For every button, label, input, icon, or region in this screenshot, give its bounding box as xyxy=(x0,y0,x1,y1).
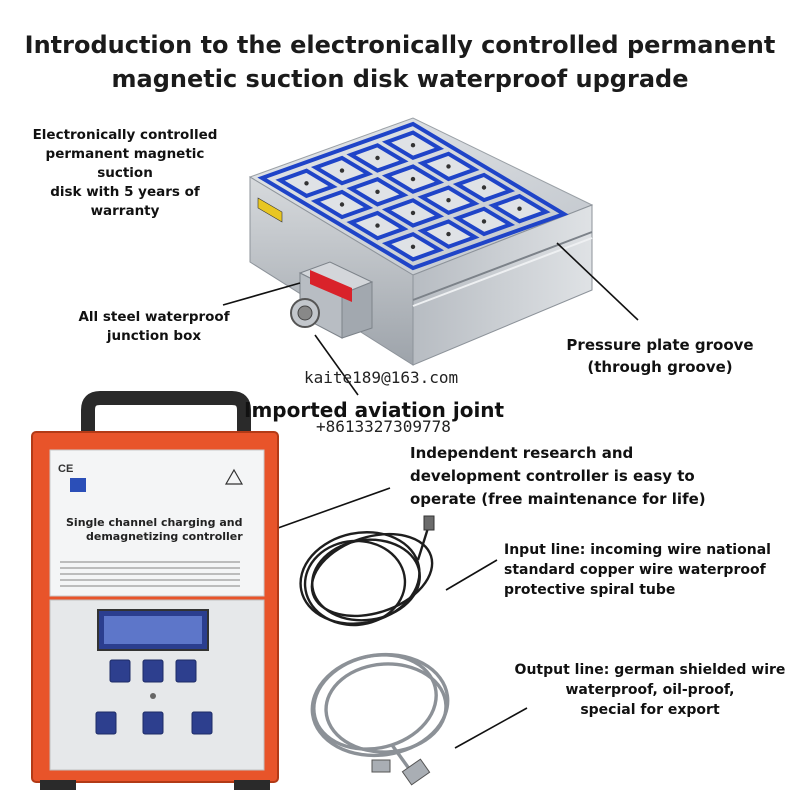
pole-screw-hole xyxy=(410,244,416,249)
pole-screw-hole xyxy=(446,198,451,203)
output-line-2: waterproof, oil-proof, xyxy=(565,682,735,698)
input-cable-coil xyxy=(299,515,435,627)
input-line-1: Input line: incoming wire national xyxy=(504,542,771,558)
warranty-label: Electronically controlled permanent magn… xyxy=(20,126,230,221)
pole-screw-hole xyxy=(410,143,416,148)
pole-screw-hole xyxy=(339,168,345,173)
pole-screw-hole xyxy=(481,185,487,190)
pointer-lines xyxy=(222,242,639,749)
pole-screw-hole xyxy=(410,176,416,182)
pole-screw-hole xyxy=(517,206,522,211)
watermark-phone: +8613327309778 xyxy=(316,417,451,436)
pole-screw-hole xyxy=(481,219,487,224)
pole-screw-hole xyxy=(410,210,416,216)
warranty-line-1: Electronically controlled xyxy=(32,127,218,143)
controller-panel-heading: Single channel charging and demagnetizin… xyxy=(66,516,256,544)
pole-screw-hole xyxy=(339,202,345,207)
junction-line-2: junction box xyxy=(106,328,202,344)
watermark-email: kaite189@163.com xyxy=(304,368,459,387)
controller-unit: CE xyxy=(31,391,279,790)
title-line-2: magnetic suction disk waterproof upgrade xyxy=(111,65,689,93)
warranty-line-2: permanent magnetic suction xyxy=(45,146,205,181)
controller-label: Independent research and development con… xyxy=(410,442,740,511)
pole-screw-hole xyxy=(375,155,380,161)
output-line-3: special for export xyxy=(580,702,720,718)
controller-heading-line-2: demagnetizing controller xyxy=(86,530,243,543)
groove-line-2: (through groove) xyxy=(587,358,733,376)
pole-screw-hole xyxy=(375,223,380,228)
title-line-1: Introduction to the electronically contr… xyxy=(24,31,776,59)
page-title: Introduction to the electronically contr… xyxy=(0,28,800,96)
output-cable-coil xyxy=(310,652,450,786)
controller-line-3: operate (free maintenance for life) xyxy=(410,490,706,508)
pole-screw-hole xyxy=(304,181,309,186)
groove-line-1: Pressure plate groove xyxy=(566,336,754,354)
pole-screw-hole xyxy=(446,231,451,237)
pole-screw-hole xyxy=(446,164,451,169)
controller-line-1: Independent research and xyxy=(410,444,634,462)
groove-label: Pressure plate groove (through groove) xyxy=(545,334,775,378)
controller-line-2: development controller is easy to xyxy=(410,467,695,485)
svg-text:CE: CE xyxy=(58,463,73,475)
waterproof-junction-box xyxy=(290,261,374,339)
pole-area-border xyxy=(257,121,569,271)
input-line-2: standard copper wire waterproof xyxy=(504,562,766,578)
pole-screw-hole xyxy=(375,189,380,194)
output-line-label: Output line: german shielded wire waterp… xyxy=(505,660,795,720)
junction-box-label: All steel waterproof junction box xyxy=(64,308,244,346)
warranty-line-3: disk with 5 years of warranty xyxy=(50,184,200,219)
controller-heading-line-1: Single channel charging and xyxy=(66,516,243,529)
input-line-label: Input line: incoming wire national stand… xyxy=(504,540,794,600)
junction-line-1: All steel waterproof xyxy=(78,309,230,325)
magnetic-pole-grid xyxy=(257,121,569,271)
input-line-3: protective spiral tube xyxy=(504,582,676,598)
output-line-1: Output line: german shielded wire xyxy=(514,662,786,678)
aviation-joint-label: Imported aviation joint xyxy=(244,398,505,422)
